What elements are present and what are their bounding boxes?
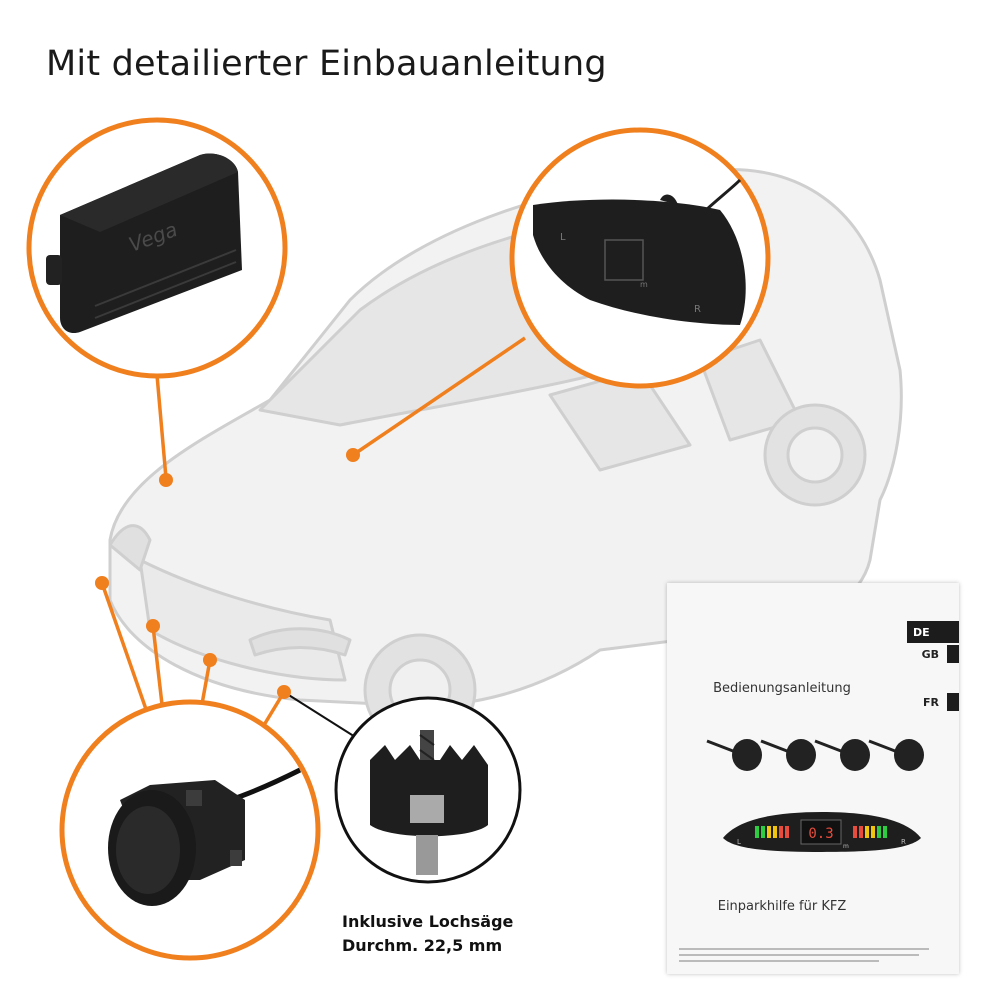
parking-sensor-icon — [108, 767, 302, 906]
language-tab-gb: GB — [922, 643, 959, 665]
display-unit-label: m — [640, 280, 648, 289]
manual-display-unit-label: m — [843, 843, 849, 850]
manual-title: Bedienungsanleitung — [713, 681, 851, 696]
language-tab-fr: FR — [923, 691, 959, 713]
hole-saw-caption-line2: Durchm. 22,5 mm — [342, 936, 503, 955]
language-tab-de: DE — [907, 621, 959, 643]
instruction-manual: DE GB FR Bedienungsanleitung — [667, 583, 959, 974]
manual-display-image: 0.3 L R m — [723, 812, 921, 852]
manual-display-left-bars — [755, 826, 789, 838]
manual-display-reading: 0.3 — [808, 826, 833, 842]
display-unit-icon: L R m — [533, 178, 746, 325]
control-unit-icon: Vega — [46, 153, 242, 334]
hole-saw-icon — [370, 730, 488, 875]
display-right-label: R — [694, 304, 701, 315]
connector-dots — [95, 448, 360, 699]
manual-display-right-bars — [853, 826, 887, 838]
manual-display-left-label: L — [737, 838, 741, 846]
manual-display-right-label: R — [901, 838, 906, 846]
drill-connector — [283, 691, 361, 741]
headline: Mit detailierter Einbauanleitung — [46, 44, 607, 84]
display-left-label: L — [560, 232, 566, 243]
manual-fine-print — [679, 948, 949, 962]
manual-sensors-image — [706, 739, 924, 771]
hole-saw-caption: Inklusive Lochsäge Durchm. 22,5 mm — [342, 910, 513, 958]
hole-saw-caption-line1: Inklusive Lochsäge — [342, 912, 514, 931]
manual-subtitle: Einparkhilfe für KFZ — [717, 899, 847, 914]
